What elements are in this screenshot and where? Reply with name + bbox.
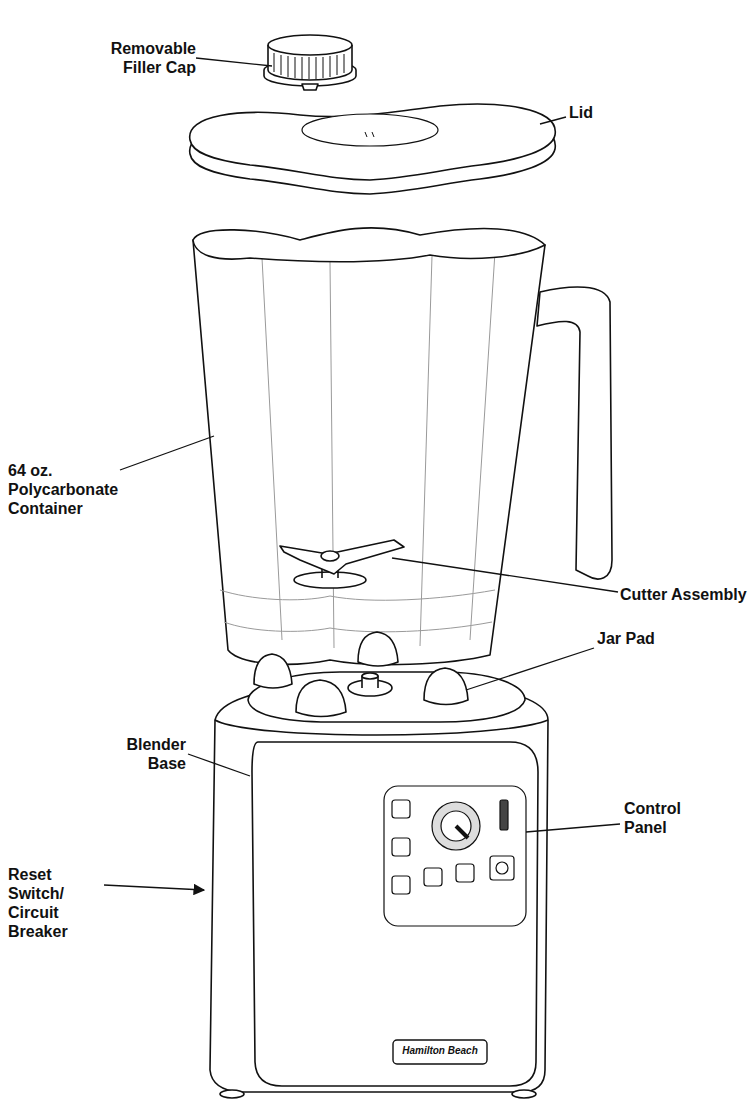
base-body: [210, 688, 548, 1092]
pad-knob: [296, 680, 346, 717]
container-rim: [193, 228, 545, 262]
blender-base: [210, 632, 548, 1098]
part-label: Control Panel: [624, 800, 706, 838]
part-label: 64 oz. Polycarbonate Container: [8, 462, 134, 519]
leader-line: [196, 58, 272, 66]
part-label: Removable Filler Cap: [78, 40, 196, 78]
control-panel: [384, 786, 526, 926]
dial-pointer: [456, 826, 468, 838]
drive-coupling-top: [362, 673, 378, 679]
part-label: Jar Pad: [597, 630, 697, 649]
cutter-hub: [321, 551, 339, 561]
cap-tab: [302, 84, 318, 90]
filler-cap: [264, 35, 356, 90]
cutter-assembly: [280, 540, 404, 588]
pad-knob: [424, 668, 468, 705]
cutter-mount: [294, 572, 366, 588]
leader-line: [120, 436, 214, 470]
lid: [190, 104, 556, 194]
power-symbol: [496, 862, 508, 874]
container: [193, 228, 612, 665]
panel-button: [456, 864, 474, 882]
panel-button: [392, 800, 410, 818]
base-front: [252, 742, 538, 1086]
speed-dial: [441, 811, 471, 841]
cutter-blade: [280, 540, 404, 574]
indicator-lights: [500, 800, 508, 830]
part-label: Reset Switch/ Circuit Breaker: [8, 866, 88, 942]
speed-dial-ring: [432, 802, 480, 850]
part-label: Cutter Assembly: [620, 586, 751, 605]
container-folds: [220, 252, 495, 648]
leader-line: [526, 824, 620, 832]
pad-knob: [358, 632, 398, 666]
part-label: Blender Base: [98, 736, 186, 774]
container-handle: [537, 287, 612, 579]
base-foot: [220, 1090, 244, 1098]
cap-ridges: [274, 53, 344, 79]
leader-line: [392, 558, 618, 592]
leader-arrow: [104, 885, 204, 890]
leader-line: [540, 117, 566, 124]
pad-knob: [254, 654, 292, 688]
base-foot: [512, 1090, 536, 1098]
panel-button: [392, 876, 410, 894]
power-button: [490, 856, 514, 880]
logo-plate: [393, 1040, 487, 1064]
cap-top: [268, 35, 352, 55]
brand-logo: Hamilton Beach: [393, 1045, 487, 1057]
panel-button: [424, 868, 442, 886]
container-body: [193, 240, 545, 665]
lid-opening: [302, 114, 438, 146]
leader-line: [466, 648, 594, 690]
panel-button: [392, 838, 410, 856]
control-panel-plate: [384, 786, 526, 926]
part-label: Lid: [569, 104, 629, 123]
leader-line: [188, 754, 250, 776]
lid-top: [190, 104, 556, 180]
